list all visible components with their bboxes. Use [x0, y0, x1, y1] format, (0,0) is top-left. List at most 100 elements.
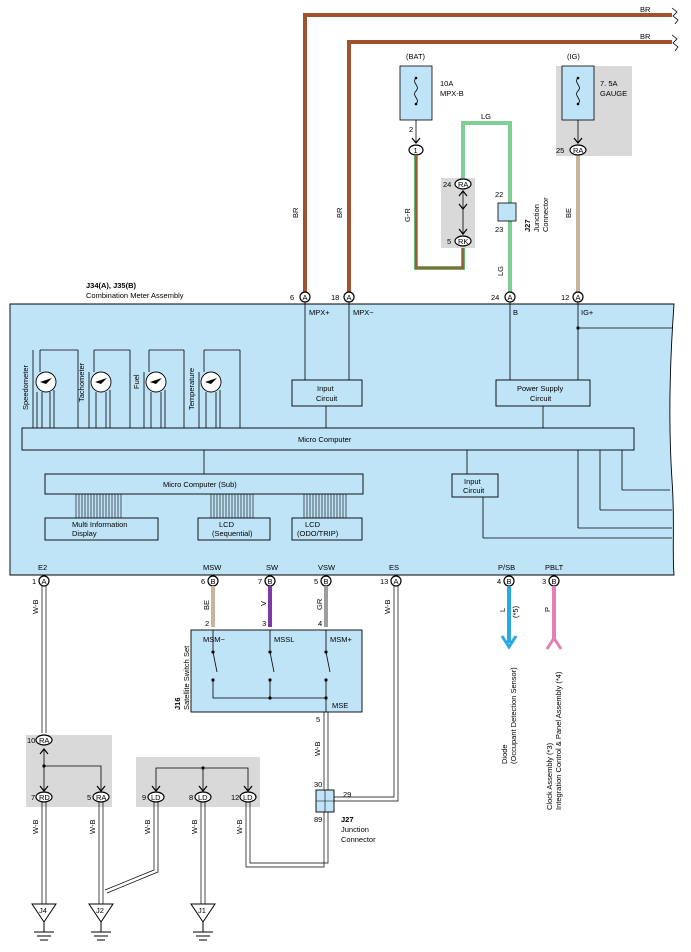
pin-number: 23	[495, 225, 503, 234]
ground-label: J1	[198, 906, 206, 915]
switch-label: MSSL	[274, 635, 294, 644]
pin-number: 12	[561, 293, 569, 302]
connector-label: B	[324, 577, 329, 586]
wire-label: LG	[496, 266, 505, 276]
pin-number: 30	[314, 780, 322, 789]
pin-number: 18	[331, 293, 339, 302]
pin-number: 4	[497, 577, 501, 586]
connector-label: B	[268, 577, 273, 586]
terminal-label: B	[513, 308, 518, 317]
pin-number: 7	[31, 793, 35, 802]
connector-label: RD	[39, 793, 50, 802]
gauge-temperature: Temperature	[187, 349, 241, 428]
block-label: (Sequential)	[212, 529, 253, 538]
pin-number: 10	[27, 736, 35, 745]
connector-label: A	[508, 293, 513, 302]
device-label: Diode	[500, 744, 509, 764]
switch-icon	[268, 650, 275, 682]
pin-number: 22	[495, 190, 503, 199]
ground-junction-right: LD 9 LD 8 LD 12	[136, 757, 260, 807]
switch-label: MSM−	[203, 635, 225, 644]
terminal-label: E2	[38, 563, 47, 572]
connector-oval	[454, 178, 472, 190]
wire-label: W-B	[235, 820, 244, 834]
wire-label: W-B	[383, 600, 392, 614]
connector-label: A	[303, 293, 308, 302]
wire-label: W-B	[190, 820, 199, 834]
switch-label: MSM+	[330, 635, 352, 644]
meter-id: J34(A), J35(B)	[86, 281, 137, 290]
connector-name: Connector	[341, 835, 376, 844]
fuse-supply: (BAT)	[406, 52, 426, 61]
connector-label: RA	[96, 793, 106, 802]
wire-label: BR	[335, 207, 344, 218]
ground-icon	[34, 922, 54, 941]
gauge-fuel: Fuel	[132, 349, 185, 428]
block-label: Circuit	[316, 394, 338, 403]
connector-label: LD	[243, 793, 253, 802]
gauge-label: Fuel	[132, 374, 141, 389]
junction-connector-j27-bottom: 30 29 89 J27 Junction Connector	[314, 780, 376, 844]
block-label: Multi Information	[72, 520, 127, 529]
ground-icon	[91, 922, 111, 941]
meter-name: Combination Meter Assembly	[86, 291, 184, 300]
terminal-label: IG+	[581, 308, 594, 317]
pin-number: 3	[262, 619, 266, 628]
ground-label: J4	[39, 906, 47, 915]
gauge-label: Speedometer	[21, 364, 30, 410]
pin-number: 8	[189, 793, 193, 802]
micro-computer-block	[21, 427, 635, 451]
connector-label: RA	[573, 146, 583, 155]
terminal-label: VSW	[318, 563, 336, 572]
fuse-icon	[414, 77, 418, 105]
terminal-label: MSW	[203, 563, 222, 572]
meter-internals: MPX+ MPX− B IG+ Input Circuit Power Supp…	[21, 302, 672, 572]
wire-label: BE	[564, 208, 573, 218]
ground-j4: J4	[31, 903, 57, 941]
connector-label: A	[347, 293, 352, 302]
pin-number: 6	[201, 577, 205, 586]
fuse-bat: (BAT) 10A MPX-B 2 1	[399, 52, 464, 156]
wire-break-mark	[671, 7, 679, 25]
meter-top-pins: 6 A 18 A 24 A 12 A	[290, 291, 584, 303]
block-label: LCD	[219, 520, 235, 529]
pin-number: 24	[491, 293, 499, 302]
connector-label: A	[42, 577, 47, 586]
pin-number: 6	[290, 293, 294, 302]
wire-label: W-B	[88, 820, 97, 834]
connector-name: Junction	[532, 204, 541, 232]
connector-name: Connector	[541, 197, 550, 232]
gauge-tachometer: Tachometer	[77, 349, 131, 428]
pin-number: 5	[447, 237, 451, 246]
connector-label: A	[576, 293, 581, 302]
wire-label: BR	[640, 32, 651, 41]
block-label: LCD	[305, 520, 321, 529]
satellite-switch-set: MSM− MSSL MSM+ MSE J16 Satellite Switch …	[173, 629, 363, 790]
pin-number: 5	[314, 577, 318, 586]
terminal-label: ES	[389, 563, 399, 572]
fuse-name: MPX-B	[440, 89, 464, 98]
gauge-speedometer: Speedometer	[21, 349, 79, 428]
ground-icon	[193, 922, 213, 941]
gauge-label: Temperature	[187, 368, 196, 410]
device-id: J16	[173, 697, 182, 710]
connector-id: J27	[341, 815, 354, 824]
wire-label: BR	[291, 207, 300, 218]
connector-id: J27	[523, 219, 532, 232]
wire-label: V	[259, 601, 268, 606]
fuse-ig: (IG) 7. 5A GAUGE 25 RA BE	[556, 52, 632, 292]
block-label: Micro Computer	[298, 435, 352, 444]
connector-oval	[454, 235, 472, 247]
device-label: Satellite Switch Set	[182, 645, 191, 710]
wire-label: W-B	[31, 600, 40, 614]
terminal-label: P/SB	[498, 563, 515, 572]
fuse-name: GAUGE	[600, 89, 627, 98]
connector-arrow-icon	[411, 137, 421, 144]
pin-number: 5	[316, 715, 320, 724]
junction-block-shade	[441, 178, 475, 248]
br-wires: BR BR BR BR	[291, 5, 679, 292]
connector-label: LD	[151, 793, 161, 802]
pin-number: 4	[318, 619, 322, 628]
pin-number: 2	[205, 619, 209, 628]
